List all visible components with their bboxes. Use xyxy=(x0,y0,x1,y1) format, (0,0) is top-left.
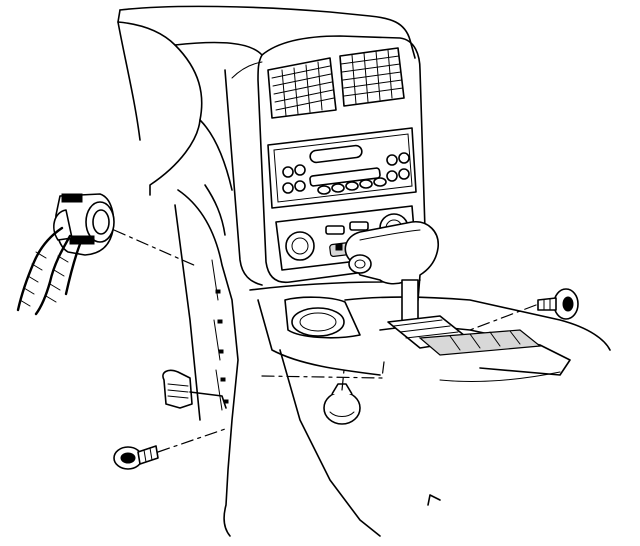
ignition-switch-icon xyxy=(53,193,115,256)
leader-cap xyxy=(261,361,385,379)
cup-holder xyxy=(291,307,345,337)
air-vent-left xyxy=(267,57,337,119)
knob-left xyxy=(285,231,315,261)
screw-icon xyxy=(537,288,579,320)
shift-lever xyxy=(344,221,542,356)
instrument-panel xyxy=(117,5,416,537)
leader-ignition xyxy=(113,229,197,267)
leader-cap-vertical xyxy=(341,369,345,391)
cd-slot xyxy=(309,144,363,164)
control-knob xyxy=(348,254,372,274)
bolt-icon xyxy=(113,445,159,470)
display-window xyxy=(309,167,381,187)
radio-unit xyxy=(267,127,417,209)
air-vent-right xyxy=(339,47,405,107)
release-handle xyxy=(162,369,227,409)
lower-console xyxy=(249,279,611,537)
leader-bolt xyxy=(157,427,229,453)
radio-buttons xyxy=(282,152,410,195)
wiring-harness-icon xyxy=(16,226,82,316)
plug-cap-icon xyxy=(323,383,361,425)
leader-screw xyxy=(469,304,537,331)
